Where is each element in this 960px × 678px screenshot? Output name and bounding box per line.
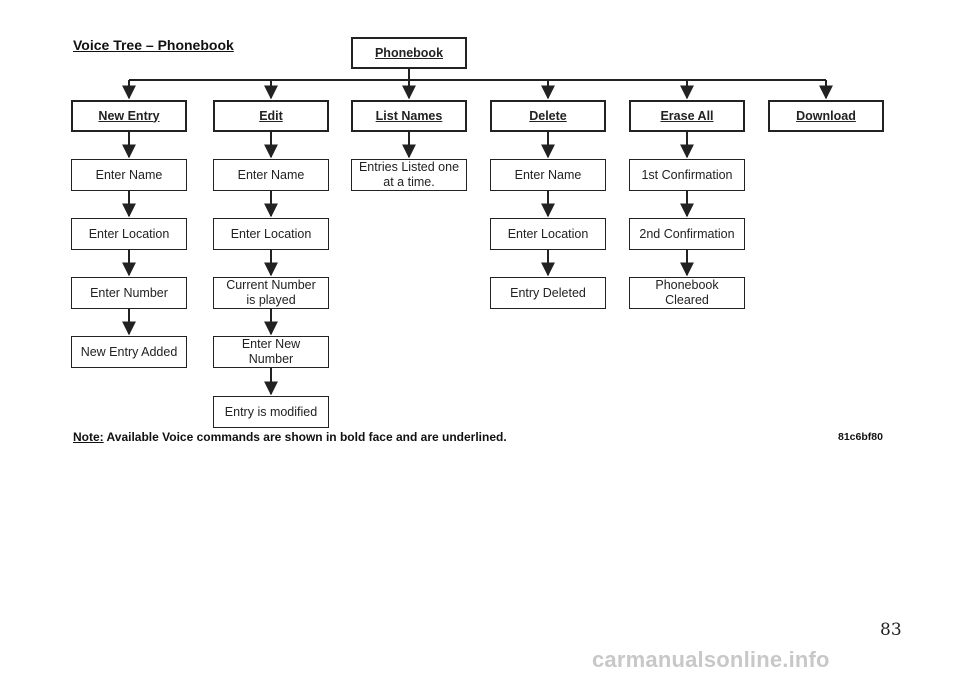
note-label: Note: <box>73 430 104 444</box>
step-box: Enter Number <box>71 277 187 309</box>
step-box: 2nd Confirmation <box>629 218 745 250</box>
step-box: Enter Name <box>213 159 329 191</box>
step-box: Enter Location <box>490 218 606 250</box>
command-edit[interactable]: Edit <box>213 100 329 132</box>
step-box: Entry Deleted <box>490 277 606 309</box>
page-number: 83 <box>880 620 902 640</box>
command-list-names[interactable]: List Names <box>351 100 467 132</box>
note-text: Available Voice commands are shown in bo… <box>103 430 507 444</box>
step-box: Enter Location <box>71 218 187 250</box>
command-new-entry[interactable]: New Entry <box>71 100 187 132</box>
step-box: Enter New Number <box>213 336 329 368</box>
step-box: Entry is modified <box>213 396 329 428</box>
step-box: Enter Location <box>213 218 329 250</box>
phonebook-root-box[interactable]: Phonebook <box>351 37 467 69</box>
command-erase-all[interactable]: Erase All <box>629 100 745 132</box>
command-download[interactable]: Download <box>768 100 884 132</box>
step-box: Enter Name <box>490 159 606 191</box>
step-box: Entries Listed one at a time. <box>351 159 467 191</box>
step-box: Current Number is played <box>213 277 329 309</box>
diagram-title: Voice Tree – Phonebook <box>73 37 234 53</box>
step-box: 1st Confirmation <box>629 159 745 191</box>
step-box: Phonebook Cleared <box>629 277 745 309</box>
step-box: New Entry Added <box>71 336 187 368</box>
command-delete[interactable]: Delete <box>490 100 606 132</box>
footnote: Note: Available Voice commands are shown… <box>73 430 507 444</box>
watermark: carmanualsonline.info <box>592 647 830 672</box>
step-box: Enter Name <box>71 159 187 191</box>
figure-code: 81c6bf80 <box>838 431 883 443</box>
